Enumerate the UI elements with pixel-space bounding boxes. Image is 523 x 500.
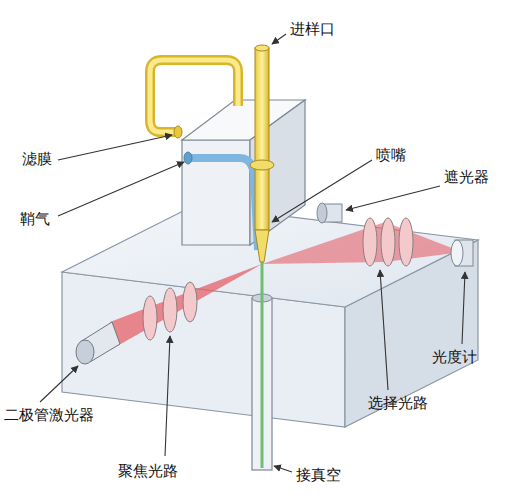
leader-line xyxy=(346,186,440,210)
focus-lens xyxy=(163,288,177,332)
collect-lens xyxy=(399,218,413,266)
part-label: 滤膜 xyxy=(22,150,52,168)
filter-loop xyxy=(150,60,238,132)
light-stop-face xyxy=(317,203,327,223)
leader-line xyxy=(462,272,465,344)
leader-line xyxy=(58,162,184,216)
focus-beam xyxy=(110,264,262,350)
diode-laser-face xyxy=(76,340,94,364)
collect-lens xyxy=(381,218,395,266)
sheath-inlet xyxy=(184,152,192,164)
part-label: 鞘气 xyxy=(20,210,50,228)
part-label: 接真空 xyxy=(296,466,341,484)
sample-stream xyxy=(261,262,264,468)
photometer-face xyxy=(451,240,463,266)
part-label: 光度计 xyxy=(432,348,477,366)
sample-inlet-mouth xyxy=(255,45,269,51)
leader-line xyxy=(272,34,286,44)
part-label: 选择光路 xyxy=(368,394,428,412)
nozzle xyxy=(255,230,269,262)
part-label: 二极管激光器 xyxy=(4,406,94,424)
part-label: 进样口 xyxy=(290,20,335,38)
leader-line xyxy=(40,366,78,402)
leader-line xyxy=(274,466,292,472)
part-label: 遮光器 xyxy=(444,168,489,186)
photometer-beam xyxy=(385,222,462,262)
nozzle-collar xyxy=(250,160,274,170)
leader-line xyxy=(380,270,388,390)
sheath-gas-tube xyxy=(188,158,258,250)
leader-line xyxy=(165,336,170,456)
filter-end xyxy=(174,126,182,138)
focus-lens xyxy=(183,282,197,322)
leader-line xyxy=(58,135,172,160)
focus-lens xyxy=(143,296,157,340)
filter-loop xyxy=(150,60,238,132)
part-label: 喷嘴 xyxy=(376,146,406,164)
leader-line xyxy=(272,160,372,222)
collect-lens xyxy=(363,218,377,266)
part-label: 聚焦光路 xyxy=(118,462,178,480)
sample-inlet-tube xyxy=(255,48,269,230)
